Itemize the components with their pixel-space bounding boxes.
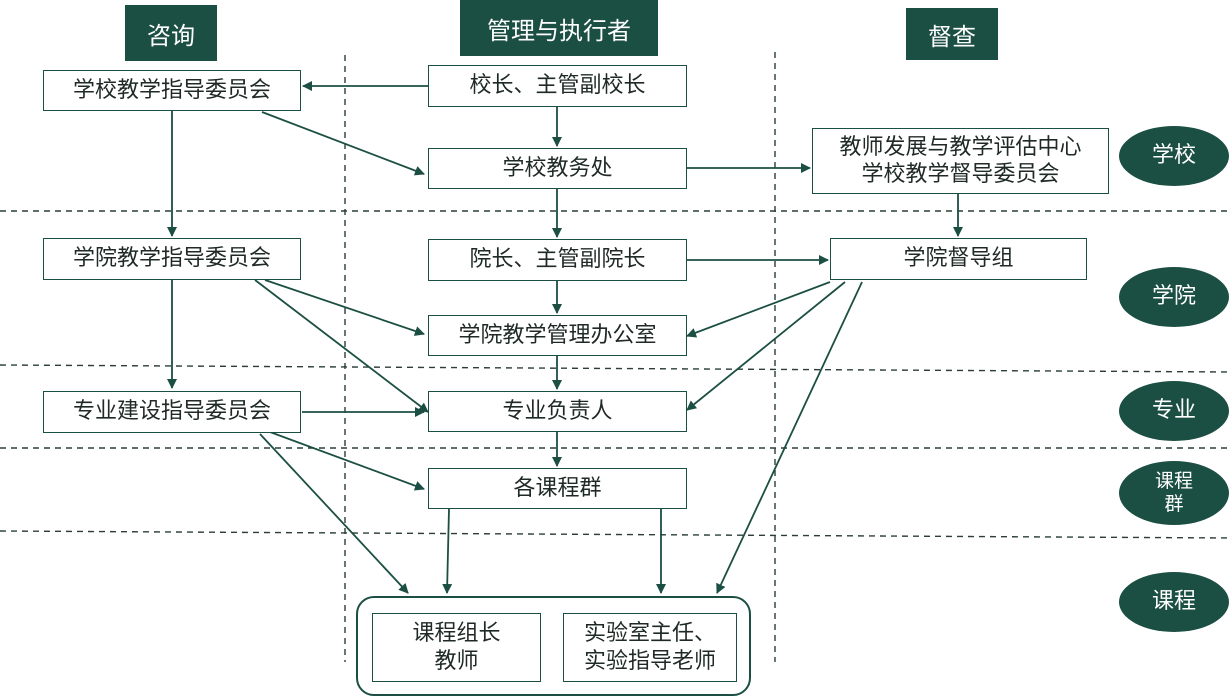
- level-divider-2: [0, 364, 1232, 373]
- level-divider-4: [0, 530, 1232, 539]
- level-course-group: 课程 群: [1119, 461, 1229, 525]
- teaching-evaluation-center-box: 教师发展与教学评估中心 学校教学督导委员会: [812, 128, 1109, 194]
- lab-director-box: 实验室主任、 实验指导老师: [563, 613, 737, 682]
- course-groups-box: 各课程群: [428, 468, 687, 509]
- arrow-major-committee-to-course-leader: [259, 433, 409, 594]
- course-level-group: [356, 596, 751, 696]
- arrow-school-committee-to-academic-affairs: [261, 111, 425, 176]
- principal-box: 校长、主管副校长: [428, 65, 687, 107]
- course-leader-line-1: 课程组长: [412, 621, 501, 646]
- major-building-committee-box: 专业建设指导委员会: [43, 391, 301, 433]
- column-header-consult: 咨询: [125, 5, 217, 61]
- level-major: 专业: [1119, 381, 1229, 441]
- college-teaching-office-box: 学院教学管理办公室: [428, 315, 687, 356]
- major-head-box: 专业负责人: [428, 391, 687, 432]
- academic-affairs-box: 学校教务处: [428, 148, 687, 189]
- lab-director-line-1: 实验室主任、: [583, 621, 716, 646]
- arrow-college-committee-to-college-office: [264, 279, 425, 336]
- level-college: 学院: [1119, 267, 1229, 327]
- course-leader-line-2: 教师: [434, 648, 479, 674]
- center-line-1: 教师发展与教学评估中心: [839, 134, 1082, 160]
- arrow-college-group-to-major-head: [686, 281, 846, 411]
- column-header-manage: 管理与执行者: [460, 0, 658, 56]
- dean-box: 院长、主管副院长: [428, 239, 687, 281]
- center-line-2: 学校教学督导委员会: [861, 162, 1060, 187]
- lab-director-line-2: 实验指导老师: [583, 648, 716, 674]
- college-teaching-committee-box: 学院教学指导委员会: [43, 238, 301, 280]
- level-school: 学校: [1119, 126, 1229, 186]
- arrow-college-group-to-lab-director: [716, 281, 863, 594]
- course-leader-box: 课程组长 教师: [372, 613, 541, 682]
- arrow-college-group-to-college-office: [686, 281, 831, 338]
- school-teaching-committee-box: 学校教学指导委员会: [43, 70, 301, 111]
- arrow-college-committee-to-major-head: [254, 279, 429, 413]
- column-header-supervise: 督查: [906, 8, 998, 60]
- arrow-major-committee-to-course-groups: [269, 431, 425, 491]
- level-course-group-line-1: 课程: [1154, 470, 1193, 493]
- level-course-group-line-2: 群: [1164, 493, 1184, 515]
- level-course: 课程: [1119, 572, 1229, 632]
- college-supervision-group-box: 学院督导组: [830, 238, 1087, 280]
- arrow-course-groups-to-course-leader: [442, 508, 453, 594]
